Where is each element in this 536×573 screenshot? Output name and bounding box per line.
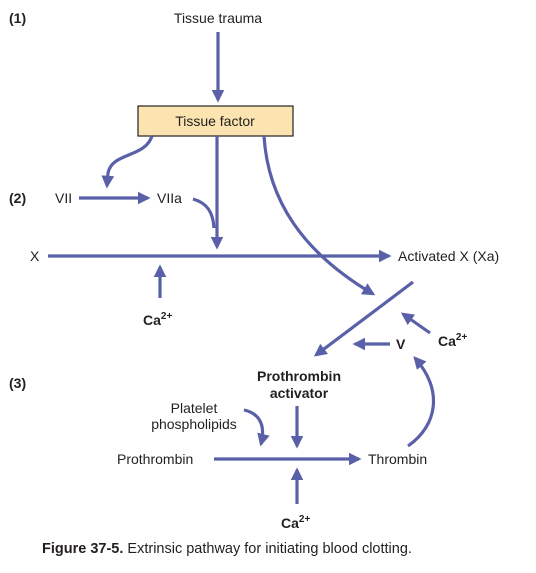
- tissue-factor-label: Tissue factor: [175, 113, 255, 129]
- prothrombin-activator-line1: Prothrombin: [257, 368, 341, 384]
- v-label: V: [396, 336, 406, 352]
- ca-label-3: Ca2+: [281, 514, 310, 531]
- thrombin-label: Thrombin: [368, 451, 427, 467]
- platelet-arrow: [243, 408, 270, 447]
- factor-to-vii-arrow: [101, 135, 154, 189]
- step-1-label: (1): [9, 10, 26, 26]
- xa-to-activator-arrow: [313, 280, 414, 357]
- ca-label-2: Ca2+: [438, 332, 467, 349]
- platelet-line2: phospholipids: [151, 416, 237, 432]
- prothrombin-label: Prothrombin: [117, 451, 193, 467]
- figure-caption: Figure 37-5. Extrinsic pathway for initi…: [42, 541, 532, 557]
- activated-x-label: Activated X (Xa): [398, 248, 499, 264]
- step-3-label: (3): [9, 375, 26, 391]
- thrombin-feedback-arrow: [407, 356, 436, 448]
- figure-number: Figure 37-5.: [42, 541, 124, 557]
- step-2-label: (2): [9, 190, 26, 206]
- viia-to-x-curve: [192, 197, 216, 229]
- factor-to-activator-curve: [262, 135, 376, 296]
- prothrombin-activator-line2: activator: [270, 385, 329, 401]
- vii-label: VII: [55, 190, 72, 206]
- tissue-trauma-label: Tissue trauma: [174, 10, 262, 26]
- viia-label: VIIa: [157, 190, 182, 206]
- ca-to-crossing-arrow: [400, 312, 431, 335]
- platelet-line1: Platelet: [171, 400, 218, 416]
- ca-label-1: Ca2+: [143, 311, 172, 328]
- x-label: X: [30, 248, 40, 264]
- figure-caption-text: Extrinsic pathway for initiating blood c…: [127, 541, 412, 557]
